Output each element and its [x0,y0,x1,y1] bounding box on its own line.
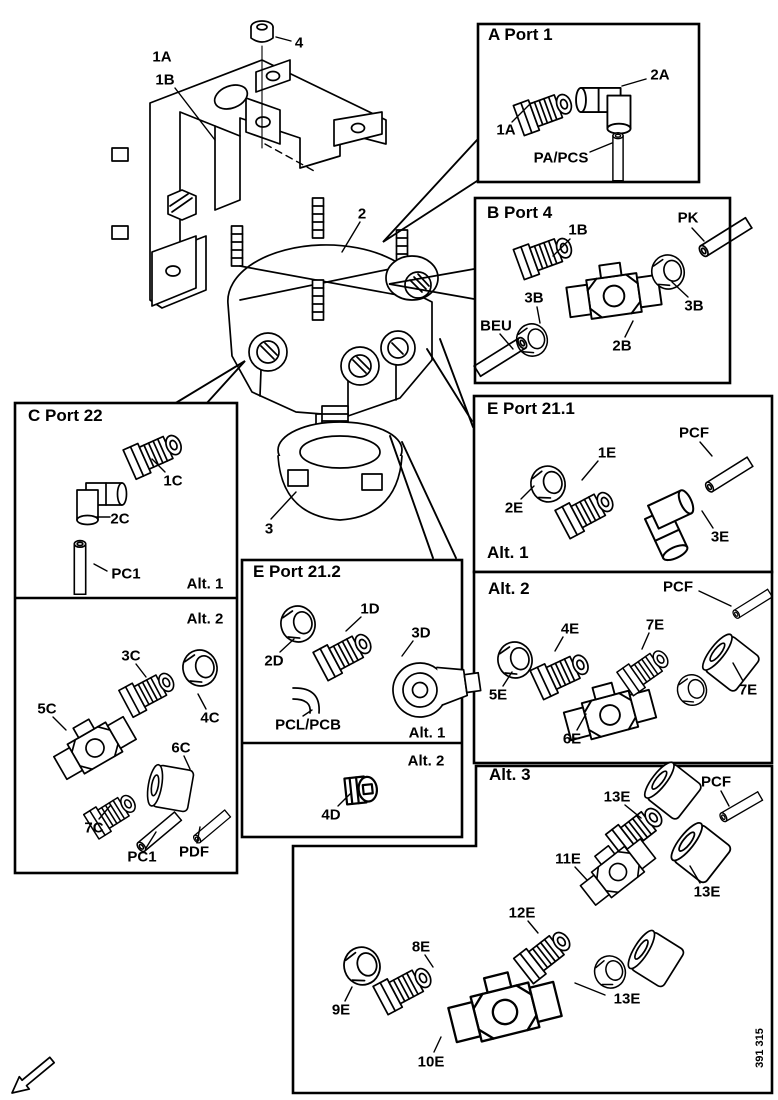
box-e1-leaders [520,441,714,529]
label-4d: 4D [321,806,341,824]
label-pc1b: PC1 [127,848,157,866]
drawing-code: 391 315 [754,1028,766,1068]
label-2c: 2C [110,510,130,528]
label-e3-pcf: PCF [701,773,731,791]
label-3d: 3D [411,624,431,642]
label-1e: 1E [597,444,617,462]
box-c-port-22 [13,401,239,875]
main-leader-lines [174,36,361,520]
label-nut-4: 4 [294,34,304,52]
label-bracket-1a: 1A [152,48,172,66]
label-e2-pcf: PCF [663,578,693,596]
label-3e: 3E [710,528,730,546]
box-c-title: C Port 22 [28,406,103,425]
label-8e: 8E [411,938,431,956]
label-7e-right: 7E [738,681,758,699]
mounting-bracket [111,59,387,309]
label-5c: 5C [37,700,57,718]
box-e2-leaders [502,590,744,731]
label-4c: 4C [200,709,220,727]
label-1c: 1C [163,472,183,490]
pointer-wedges [173,139,478,559]
label-3b-right: 3B [684,297,704,315]
label-1d: 1D [360,600,380,618]
box-e2-title: Alt. 2 [488,579,530,598]
label-7e-top: 7E [645,616,665,634]
label-valve-2: 2 [357,205,367,223]
label-2d: 2D [264,652,284,670]
callout-boxes [13,22,774,1095]
box-e-port-21-1 [472,394,774,574]
label-13e-top: 13E [603,788,631,806]
box-e3-leaders [344,790,730,1053]
lock-nut [250,20,274,43]
silencer-filter [277,405,403,521]
label-5e: 5E [488,686,508,704]
box-c-leaders [52,458,207,849]
label-3c: 3C [121,647,141,665]
label-pc1: PC1 [111,565,141,583]
label-3b-left: 3B [524,289,544,307]
label-6c: 6C [171,739,191,757]
label-7c: 7C [84,819,104,837]
label-2b: 2B [612,337,632,355]
box-e3-title: Alt. 3 [489,765,531,784]
label-6e: 6E [562,730,582,748]
label-e1-pcf: PCF [679,424,709,442]
label-d-alt2: Alt. 2 [407,752,445,770]
box-d-leaders [279,616,414,807]
label-b-1b: 1B [568,221,588,239]
box-a-title: A Port 1 [488,25,553,44]
box-b-leaders [499,227,705,350]
label-11e: 11E [555,850,581,868]
label-9e: 9E [331,1001,351,1019]
label-13e-right: 13E [693,883,721,901]
label-c-alt1: Alt. 1 [186,575,224,593]
label-bracket-1b: 1B [155,71,175,89]
label-12e: 12E [508,904,536,922]
label-e1-alt1: Alt. 1 [487,543,529,562]
box-a-leaders [511,78,647,153]
label-2e: 2E [504,499,524,517]
box-e1-title: E Port 21.1 [487,399,575,418]
label-10e: 10E [417,1053,445,1071]
label-pcl-pcb: PCL/PCB [275,716,341,734]
relay-valve [227,197,439,445]
label-pdf: PDF [179,843,209,861]
label-d-alt1: Alt. 1 [408,724,446,742]
label-4e: 4E [560,620,580,638]
label-13e-bottom: 13E [613,990,641,1008]
dashed-leader [264,143,317,173]
box-d-parts [276,601,482,806]
label-c-alt2: Alt. 2 [186,610,224,628]
label-pa-pcs: PA/PCS [533,149,589,167]
label-beu: BEU [480,317,512,335]
box-d-title: E Port 21.2 [253,562,341,581]
label-2a: 2A [650,66,670,84]
label-silencer-3: 3 [264,520,274,538]
box-b-title: B Port 4 [487,203,553,222]
label-pk: PK [677,209,699,227]
label-a-1a: 1A [496,121,516,139]
box-e-alt-3 [291,764,774,1095]
direction-arrow-icon [11,1056,56,1094]
